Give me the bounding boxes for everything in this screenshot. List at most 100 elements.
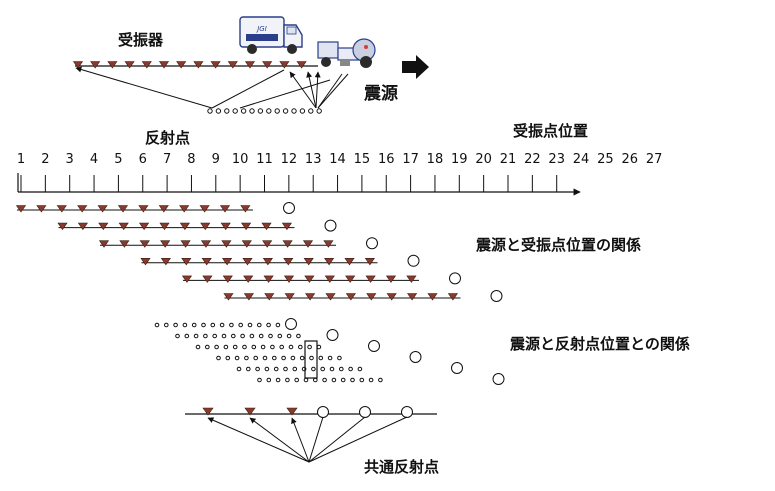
position-number: 14 (329, 152, 346, 167)
receiver-marker (385, 275, 397, 283)
receiver-marker (427, 293, 438, 301)
reflection-point-marker (236, 366, 242, 372)
reflection-point-marker (195, 344, 201, 350)
receiver-marker (284, 293, 295, 301)
reflection-point-marker (262, 355, 268, 361)
receiver-marker (181, 258, 192, 266)
reflection-point-marker (210, 322, 216, 328)
receiver-marker (139, 240, 150, 248)
source-marker (285, 318, 297, 330)
receiver-marker (261, 222, 272, 231)
reflection-point-marker (316, 344, 322, 350)
source-marker (490, 290, 503, 302)
ray-path (75, 66, 213, 109)
receiver-marker (180, 240, 191, 248)
receiver-marker (139, 222, 150, 231)
reflection-point-marker (255, 366, 260, 372)
receiver-marker (407, 293, 418, 301)
receiver-marker (141, 61, 152, 69)
reflection-point-marker (240, 333, 245, 339)
receiver-label: 受振器 (118, 31, 164, 49)
reflection-point-marker (257, 108, 264, 114)
receiver-marker (286, 407, 298, 416)
common-point-highlight-box (304, 340, 318, 379)
receiver-marker (117, 205, 129, 213)
receiver-marker (244, 407, 256, 416)
truck-window (286, 26, 297, 35)
wheel (287, 44, 297, 54)
receiver-marker (15, 205, 27, 213)
receiver-marker (98, 240, 110, 248)
receiver-marker (323, 240, 334, 248)
reflection-point-marker (193, 333, 199, 339)
reflection-point-marker (231, 333, 236, 339)
reflection-point-marker (327, 355, 333, 361)
vibrator-light (364, 45, 368, 49)
receiver-marker (344, 258, 355, 266)
reflection-point-marker (357, 366, 363, 372)
receiver-marker (222, 258, 233, 266)
reflection-point-marker (294, 377, 300, 383)
reflection-point-marker (308, 108, 314, 114)
reflection-point-marker (270, 344, 275, 350)
reflection-point-marker (277, 333, 283, 339)
truck-icon: JGI (239, 16, 303, 54)
reflection-point-marker (318, 355, 324, 361)
reflection-point-marker (257, 322, 262, 328)
truck-stripe (246, 34, 278, 41)
common-reflection-point-label: 共通反射点 (364, 458, 440, 476)
receiver-marker (281, 222, 292, 231)
source-marker (407, 254, 420, 267)
receiver-marker (296, 61, 307, 69)
common-reflection-point-diagram (185, 406, 437, 463)
position-number: 26 (621, 152, 638, 167)
vibrator-plate (340, 60, 350, 66)
reflection-point-marker (238, 322, 243, 328)
receiver-marker (263, 275, 274, 283)
receiver-marker (324, 275, 335, 283)
reflection-point-rows (154, 318, 505, 385)
source-marker (401, 406, 413, 418)
reflection-point-marker (249, 108, 255, 114)
reflection-point-marker (214, 344, 219, 350)
reflection-point-marker (350, 377, 355, 383)
receiver-marker (77, 222, 88, 231)
position-number: 2 (41, 152, 49, 167)
position-number: 19 (451, 152, 468, 167)
receiver-marker (282, 240, 293, 248)
receiver-marker (98, 222, 109, 231)
position-number: 27 (646, 152, 663, 167)
receiver-marker (283, 275, 295, 283)
receiver-marker (366, 293, 377, 301)
reflection-point-marker (322, 377, 327, 383)
reflection-point-marker (242, 344, 247, 350)
reflection-point-marker (313, 377, 318, 383)
reflection-point-marker (274, 108, 280, 114)
position-number: 1 (17, 152, 25, 167)
source-marker (283, 202, 295, 214)
reflection-point-marker (299, 108, 306, 114)
position-number: 7 (163, 152, 171, 167)
reflection-point-marker (292, 366, 298, 372)
reflection-point-marker (182, 322, 188, 328)
reflection-point-marker (266, 377, 272, 383)
reflection-point-marker (258, 333, 264, 339)
receiver-marker (219, 205, 231, 213)
ray-path (308, 416, 366, 463)
receiver-marker (262, 61, 273, 69)
reflection-point-marker (320, 366, 326, 372)
receiver-marker (325, 293, 336, 301)
position-number: 8 (187, 152, 195, 167)
position-number: 18 (427, 152, 444, 167)
reflection-point-marker (191, 322, 197, 328)
arrow-right-icon (402, 55, 429, 79)
reflection-point-marker (225, 355, 231, 361)
receiver-marker (90, 61, 101, 69)
receiver-marker (262, 240, 273, 248)
receiver-marker (179, 205, 190, 213)
reflection-point-marker (279, 344, 285, 350)
reflection-point-marker (316, 108, 322, 114)
reflection-point-marker (282, 108, 289, 114)
receiver-marker (124, 61, 135, 69)
reflection-point-marker (229, 322, 234, 328)
